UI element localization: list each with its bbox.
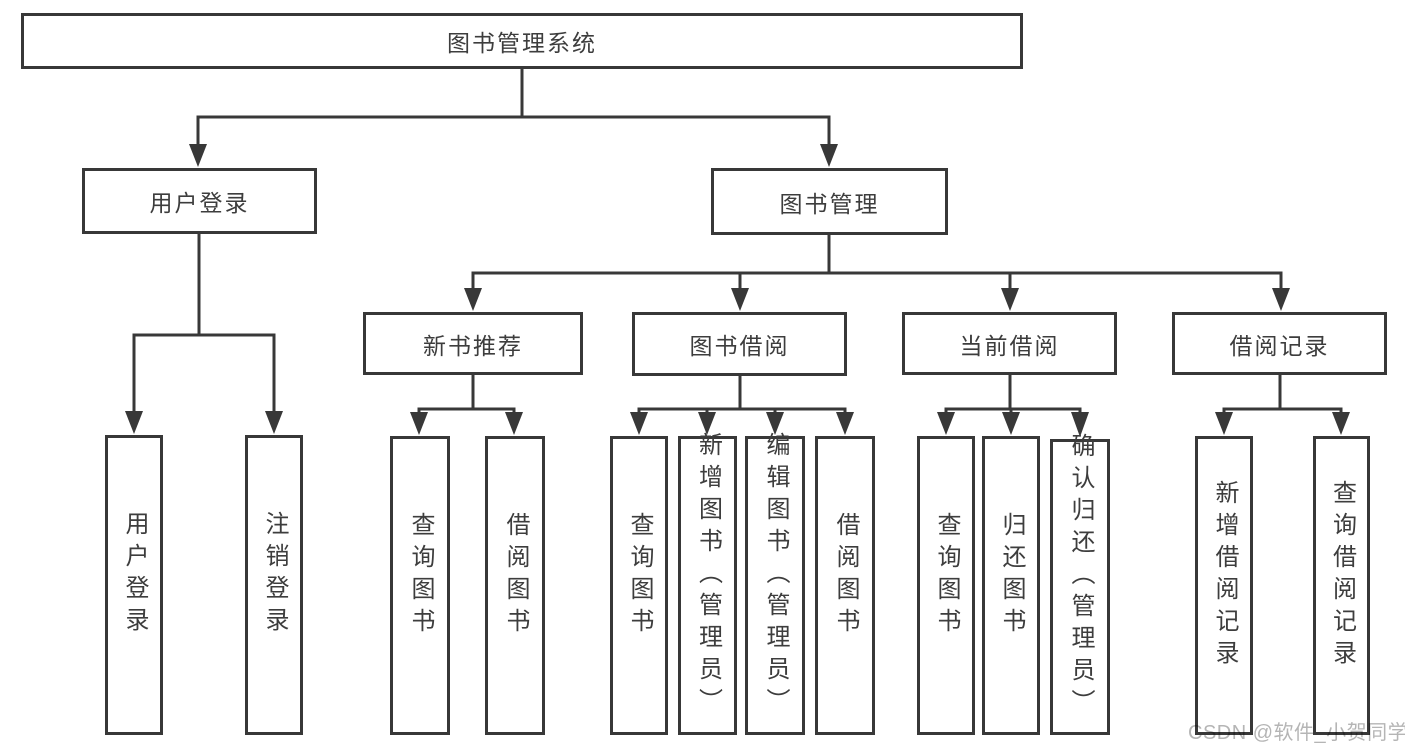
node-user-login-label: 用户登录 <box>149 190 250 216</box>
connector-user-login <box>132 231 276 418</box>
leaf-cb-query-books-label: 查询图书 <box>933 511 960 640</box>
arrow-to-cb-query-books <box>937 412 955 435</box>
node-root-label: 图书管理系统 <box>447 30 597 56</box>
arrow-to-bb-borrow-books <box>836 412 854 435</box>
arrow-to-nb-borrow-books <box>505 412 523 435</box>
connector-root <box>196 66 831 151</box>
arrow-to-borrow-records <box>1272 288 1290 311</box>
arrow-to-nb-query-books <box>410 412 428 435</box>
leaf-br-add-borrow-record-label: 新增借阅记录 <box>1211 479 1238 672</box>
watermark: CSDN @软件_小贺同学 <box>1188 722 1405 744</box>
leaf-bb-edit-books-admin: 编辑图书（管理员） <box>745 432 805 735</box>
arrow-to-bb-edit-books <box>766 412 784 435</box>
arrow-to-current-borrow <box>1001 288 1019 311</box>
leaf-br-query-borrow-record-label: 查询借阅记录 <box>1328 479 1356 672</box>
leaf-user-login-label: 用户登录 <box>121 511 148 639</box>
leaf-nb-query-books: 查询图书 <box>390 436 450 735</box>
leaf-bb-query-books: 查询图书 <box>610 436 668 735</box>
arrow-to-cb-return-books <box>1002 412 1020 435</box>
node-new-book-recommend: 新书推荐 <box>363 312 583 375</box>
leaf-cb-confirm-return-admin: 确认归还（管理员） <box>1050 433 1110 735</box>
leaf-bb-edit-books-admin-label: 编辑图书（管理员） <box>762 431 789 720</box>
leaf-nb-borrow-books-label: 借阅图书 <box>502 511 529 640</box>
leaf-logout-login: 注销登录 <box>245 435 303 735</box>
node-borrow-records-label: 借阅记录 <box>1229 332 1330 359</box>
leaf-bb-add-books-admin: 新增图书（管理员） <box>678 432 737 735</box>
arrow-to-new-book-recommend <box>464 288 482 311</box>
arrow-to-book-borrow <box>731 288 749 311</box>
node-current-borrow: 当前借阅 <box>902 312 1117 375</box>
connector-current-borrow <box>944 373 1082 420</box>
node-book-management-label: 图书管理 <box>779 190 880 217</box>
arrow-to-user-login <box>189 144 207 167</box>
leaf-bb-query-books-label: 查询图书 <box>626 511 653 640</box>
arrow-to-bb-query-books <box>630 412 648 435</box>
node-book-borrow-label: 图书借阅 <box>689 333 790 359</box>
node-current-borrow-label: 当前借阅 <box>959 332 1060 359</box>
leaf-logout-login-label: 注销登录 <box>261 511 288 639</box>
leaf-cb-confirm-return-admin-label: 确认归还（管理员） <box>1067 433 1094 721</box>
node-user-login: 用户登录 <box>82 168 317 234</box>
node-borrow-records: 借阅记录 <box>1172 312 1387 375</box>
connector-borrow-records <box>1222 373 1343 420</box>
arrow-to-leaf-user-login <box>125 411 143 434</box>
node-book-borrow: 图书借阅 <box>632 312 847 376</box>
leaf-cb-query-books: 查询图书 <box>917 436 975 735</box>
arrow-to-bb-add-books <box>698 412 716 435</box>
node-new-book-recommend-label: 新书推荐 <box>423 332 523 359</box>
node-root: 图书管理系统 <box>21 13 1023 69</box>
arrow-to-br-add-record <box>1215 412 1233 435</box>
connector-book-management <box>471 233 1283 295</box>
leaf-cb-return-books-label: 归还图书 <box>998 511 1025 640</box>
leaf-user-login: 用户登录 <box>105 435 163 735</box>
arrowheads <box>125 144 1350 437</box>
arrow-to-cb-confirm-return <box>1071 412 1089 437</box>
leaf-nb-query-books-label: 查询图书 <box>407 511 434 640</box>
leaf-br-add-borrow-record: 新增借阅记录 <box>1195 436 1253 735</box>
arrow-to-book-management <box>820 144 838 167</box>
connector-new-book-recommend <box>417 373 516 420</box>
leaf-br-query-borrow-record: 查询借阅记录 <box>1313 436 1370 735</box>
arrow-to-leaf-logout <box>265 411 283 434</box>
arrow-to-br-query-record <box>1332 412 1350 435</box>
node-book-management: 图书管理 <box>711 168 948 235</box>
connector-book-borrow <box>637 374 847 420</box>
leaf-nb-borrow-books: 借阅图书 <box>485 436 545 735</box>
leaf-bb-borrow-books: 借阅图书 <box>815 436 875 735</box>
leaf-bb-add-books-admin-label: 新增图书（管理员） <box>694 431 722 720</box>
leaf-bb-borrow-books-label: 借阅图书 <box>832 511 859 640</box>
leaf-cb-return-books: 归还图书 <box>982 436 1040 735</box>
